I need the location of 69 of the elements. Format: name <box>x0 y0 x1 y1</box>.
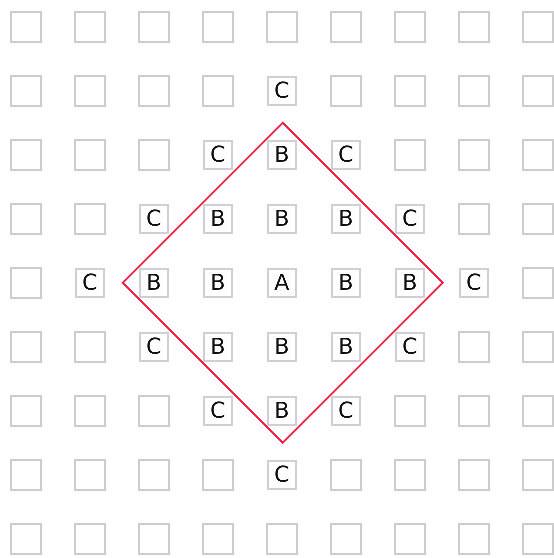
empty-square <box>10 523 42 555</box>
letter-square: C <box>139 332 169 362</box>
empty-square <box>330 459 362 491</box>
empty-square <box>74 75 106 107</box>
empty-square <box>522 267 554 299</box>
empty-square <box>202 459 234 491</box>
letter-square: C <box>459 268 489 298</box>
empty-square <box>522 11 554 43</box>
empty-square <box>394 523 426 555</box>
empty-square <box>138 395 170 427</box>
empty-square <box>10 267 42 299</box>
empty-square <box>522 523 554 555</box>
empty-square <box>394 459 426 491</box>
empty-square <box>138 11 170 43</box>
empty-square <box>202 11 234 43</box>
empty-square <box>74 395 106 427</box>
empty-square <box>522 75 554 107</box>
empty-square <box>330 11 362 43</box>
letter-square: C <box>395 204 425 234</box>
empty-square <box>458 139 490 171</box>
empty-square <box>74 139 106 171</box>
empty-square <box>394 75 426 107</box>
empty-square <box>138 75 170 107</box>
empty-square <box>522 395 554 427</box>
empty-square <box>10 331 42 363</box>
empty-square <box>458 395 490 427</box>
empty-square <box>394 11 426 43</box>
empty-square <box>10 395 42 427</box>
empty-square <box>458 523 490 555</box>
empty-square <box>202 523 234 555</box>
empty-square <box>10 75 42 107</box>
empty-square <box>10 459 42 491</box>
empty-square <box>266 523 298 555</box>
letter-square: C <box>395 332 425 362</box>
empty-square <box>10 203 42 235</box>
empty-square <box>330 75 362 107</box>
letter-square: C <box>267 76 297 106</box>
letter-square: C <box>203 140 233 170</box>
empty-square <box>522 139 554 171</box>
empty-square <box>10 139 42 171</box>
letter-square: C <box>139 204 169 234</box>
empty-square <box>522 203 554 235</box>
letter-square: C <box>203 396 233 426</box>
empty-square <box>202 75 234 107</box>
empty-square <box>458 75 490 107</box>
empty-square <box>458 11 490 43</box>
empty-square <box>522 459 554 491</box>
empty-square <box>74 331 106 363</box>
letter-square: C <box>331 140 361 170</box>
diamond-outline <box>123 123 443 443</box>
empty-square <box>138 459 170 491</box>
empty-square <box>394 139 426 171</box>
empty-square <box>138 523 170 555</box>
empty-square <box>74 11 106 43</box>
empty-square <box>74 459 106 491</box>
letter-square: C <box>331 396 361 426</box>
letter-square: C <box>75 268 105 298</box>
empty-square <box>458 203 490 235</box>
empty-square <box>74 203 106 235</box>
empty-square <box>394 395 426 427</box>
empty-square <box>458 459 490 491</box>
empty-square <box>330 523 362 555</box>
empty-square <box>74 523 106 555</box>
empty-square <box>458 331 490 363</box>
letter-square: C <box>267 460 297 490</box>
empty-square <box>138 139 170 171</box>
empty-square <box>522 331 554 363</box>
empty-square <box>266 11 298 43</box>
empty-square <box>10 11 42 43</box>
